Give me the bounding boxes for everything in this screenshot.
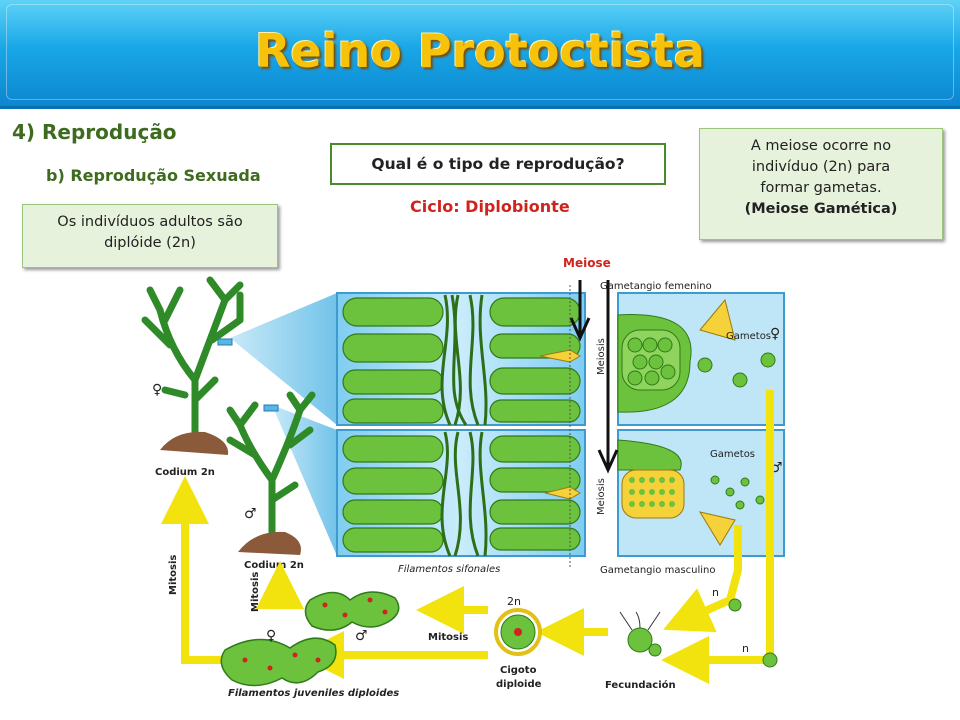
label-gametangio-femenino: Gametangio femenino xyxy=(600,281,712,292)
label-codium-bottom: Codium 2n xyxy=(244,560,304,571)
question-box: Qual é o tipo de reprodução? xyxy=(330,143,666,185)
slide-title: Reino Protoctista xyxy=(255,24,705,78)
zoom-fan-top xyxy=(230,293,337,425)
codium-female-plant xyxy=(141,276,244,444)
female-symbol-plant: ♀ xyxy=(152,382,162,398)
label-gametos-bottom: Gametos xyxy=(710,449,755,460)
label-n-top: n xyxy=(712,586,719,599)
meiosis-note-line3: formar gametas. xyxy=(760,180,882,196)
juvenile-filament-female xyxy=(220,637,337,687)
title-banner xyxy=(0,0,960,109)
meiosis-note-line1: A meiose ocorre no xyxy=(750,138,892,154)
label-filamentos-juveniles: Filamentos juveniles diploides xyxy=(228,688,399,699)
label-2n: 2n xyxy=(507,595,521,608)
cycle-label: Ciclo: Diplobionte xyxy=(410,197,570,216)
label-codium-top: Codium 2n xyxy=(155,467,215,478)
adult-note-line2: diplóide (2n) xyxy=(104,235,196,251)
fecundation-cell xyxy=(619,611,662,657)
meiosis-arrows xyxy=(569,280,619,474)
label-mitosis-left2: Mitosis xyxy=(250,572,261,612)
label-meiosis-top: Meiosis xyxy=(596,338,607,375)
siphonal-panel-top xyxy=(336,292,586,426)
gametangium-male-panel xyxy=(617,429,785,557)
rock-top xyxy=(160,431,229,455)
rock-bottom xyxy=(238,531,301,555)
male-symbol-juvenile: ♂ xyxy=(355,628,368,644)
label-cigoto: Cigoto xyxy=(500,665,537,676)
meiosis-note-line2: indivíduo (2n) para xyxy=(751,159,891,175)
siphonal-panel-bottom xyxy=(336,429,586,557)
codium-male-plant xyxy=(226,391,316,544)
label-meiosis-bottom: Meiosis xyxy=(596,478,607,515)
label-diploide: diploide xyxy=(496,679,542,690)
label-gametangio-masculino: Gametangio masculino xyxy=(600,565,716,576)
label-n-bottom: n xyxy=(742,642,749,655)
label-filamentos-sifonales: Filamentos sifonales xyxy=(398,564,500,575)
banner-frame xyxy=(6,4,954,100)
zygote-cell xyxy=(494,608,542,656)
meiosis-note: A meiose ocorre no indivíduo (2n) para f… xyxy=(699,128,943,240)
label-mitosis-center: Mitosis xyxy=(428,632,468,643)
meiosis-note-line4: (Meiose Gamética) xyxy=(744,201,898,217)
zoom-marker-bottom xyxy=(263,404,279,412)
female-symbol-gametos: ♀ xyxy=(770,326,780,342)
label-gametos-top: Gametos xyxy=(726,331,771,342)
female-symbol-juvenile: ♀ xyxy=(266,628,276,644)
label-fecundacion: Fecundación xyxy=(605,679,676,691)
gametes-approaching xyxy=(728,598,778,668)
meiose-label: Meiose xyxy=(563,256,611,270)
juvenile-filament-male xyxy=(304,591,400,631)
zoom-marker-top xyxy=(217,338,233,346)
label-mitosis-left: Mitosis xyxy=(168,555,179,595)
gametangium-female-panel xyxy=(617,292,785,426)
male-symbol-plant: ♂ xyxy=(244,506,257,522)
subsection-heading: b) Reprodução Sexuada xyxy=(46,166,261,185)
adult-diploid-note: Os indivíduos adultos são diplóide (2n) xyxy=(22,204,278,268)
adult-note-line1: Os indivíduos adultos são xyxy=(57,214,243,230)
section-heading: 4) Reprodução xyxy=(12,120,177,144)
